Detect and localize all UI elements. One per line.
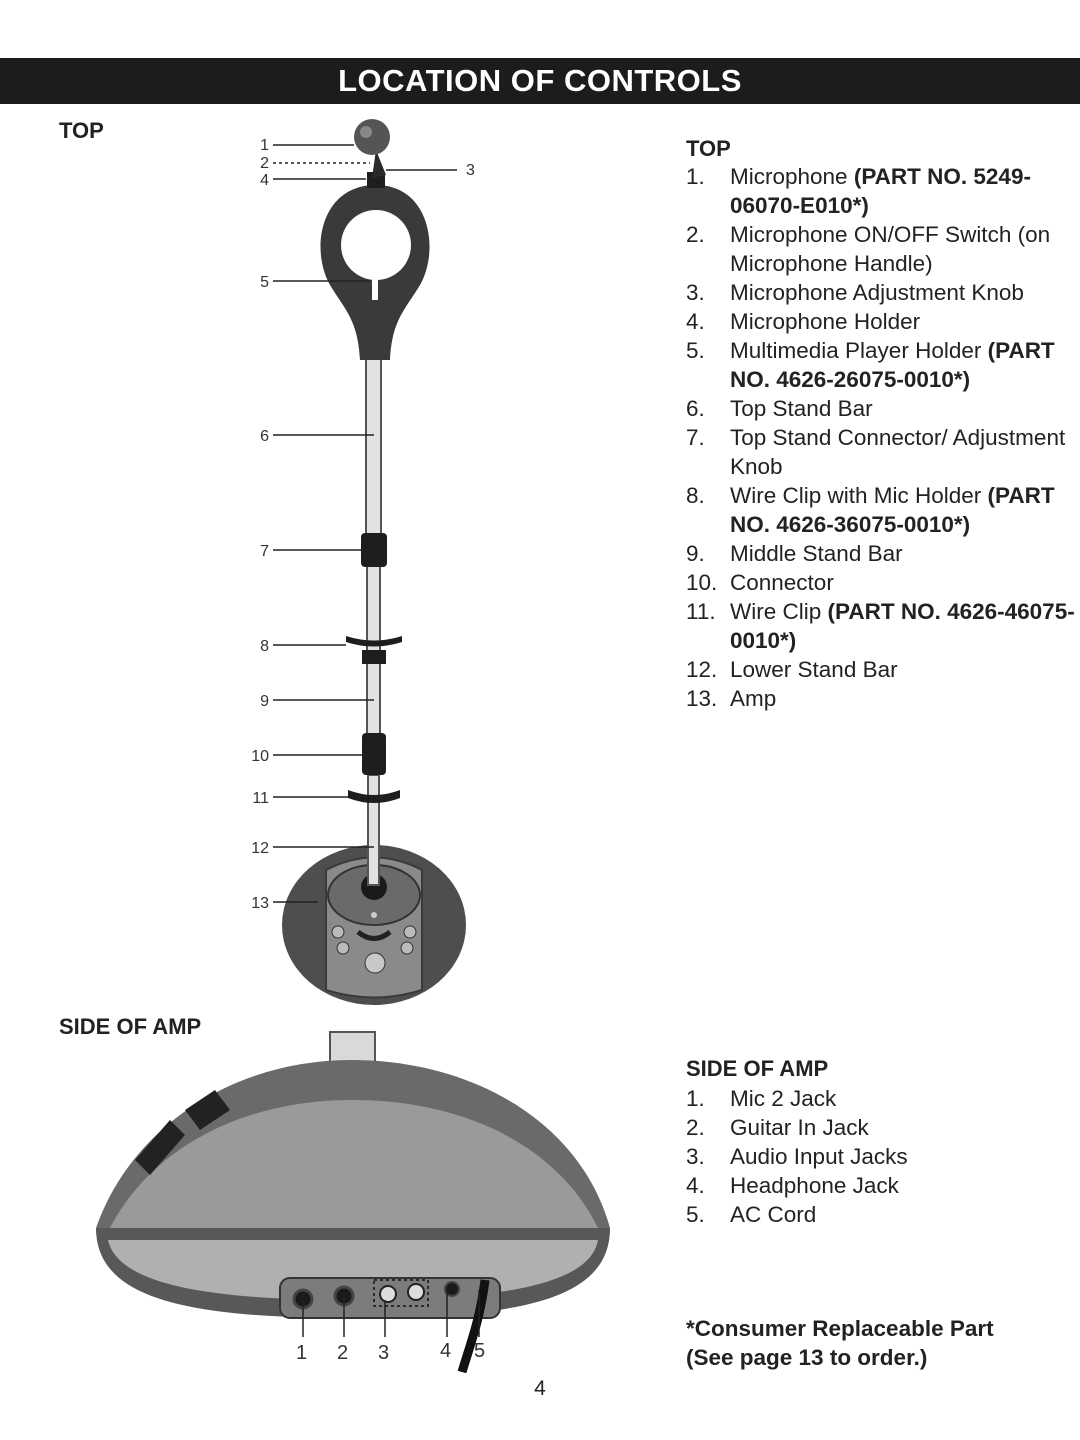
list-item: 4.Headphone Jack bbox=[686, 1173, 899, 1198]
wire-clip bbox=[348, 790, 400, 803]
callout-12: 12 bbox=[251, 840, 269, 857]
top-parts-list: 1.Microphone (PART NO. 5249-06070-E010*)… bbox=[686, 162, 1080, 713]
side-callout-4: 4 bbox=[440, 1340, 451, 1362]
callout-6: 6 bbox=[260, 428, 269, 445]
list-item: 2.Microphone ON/OFF Switch (on Microphon… bbox=[686, 222, 1051, 276]
callout-4: 4 bbox=[260, 172, 269, 189]
headphone-jack bbox=[444, 1281, 460, 1297]
side-callout-3: 3 bbox=[378, 1342, 389, 1364]
top-diagram-heading: TOP bbox=[59, 118, 104, 143]
side-callout-5: 5 bbox=[474, 1340, 485, 1362]
callout-13: 13 bbox=[251, 895, 269, 912]
stand-diagram: 1 2 4 5 6 7 8 9 10 11 12 13 3 bbox=[251, 119, 475, 1005]
callout-1: 1 bbox=[260, 137, 269, 154]
list-item: 8.Wire Clip with Mic Holder (PART NO. 46… bbox=[686, 483, 1055, 537]
callout-8: 8 bbox=[260, 638, 269, 655]
connector bbox=[362, 733, 386, 775]
list-item: 7.Top Stand Connector/ Adjustment Knob bbox=[686, 425, 1066, 479]
list-item: 5.AC Cord bbox=[686, 1202, 817, 1227]
wire-clip-mic-holder bbox=[346, 636, 402, 664]
page-title-banner: LOCATION OF CONTROLS bbox=[0, 58, 1080, 104]
callout-7: 7 bbox=[260, 543, 269, 560]
top-stand-connector bbox=[361, 533, 387, 567]
list-item: 1.Microphone (PART NO. 5249-06070-E010*) bbox=[686, 164, 1031, 218]
list-item: 6.Top Stand Bar bbox=[686, 396, 873, 421]
list-item: 1.Mic 2 Jack bbox=[686, 1086, 837, 1111]
list-item: 12.Lower Stand Bar bbox=[686, 657, 898, 682]
side-diagram-heading: SIDE OF AMP bbox=[59, 1014, 202, 1039]
callout-10: 10 bbox=[251, 748, 269, 765]
replaceable-part-note: *Consumer Replaceable Part (See page 13 … bbox=[686, 1316, 994, 1370]
microphone bbox=[354, 119, 390, 155]
audio-input-jack-left bbox=[379, 1285, 397, 1303]
list-item: 13.Amp bbox=[686, 686, 777, 711]
top-stand-bar bbox=[365, 354, 382, 541]
list-item: 3.Microphone Adjustment Knob bbox=[686, 280, 1024, 305]
top-list-heading: TOP bbox=[686, 136, 731, 161]
side-list-heading: SIDE OF AMP bbox=[686, 1056, 829, 1081]
callout-5: 5 bbox=[260, 274, 269, 291]
ac-cord bbox=[457, 1279, 490, 1374]
list-item: 2.Guitar In Jack bbox=[686, 1115, 869, 1140]
callout-2: 2 bbox=[260, 155, 269, 172]
side-callout-1: 1 bbox=[296, 1342, 307, 1364]
list-item: 5.Multimedia Player Holder (PART NO. 462… bbox=[686, 338, 1055, 392]
list-item: 11.Wire Clip (PART NO. 4626-46075-0010*) bbox=[686, 599, 1075, 653]
amp-side-diagram: 1 2 3 4 5 bbox=[96, 1031, 610, 1374]
callout-11: 11 bbox=[252, 790, 269, 807]
callout-3: 3 bbox=[466, 162, 475, 179]
page-number: 4 bbox=[534, 1377, 546, 1400]
audio-input-jack-right bbox=[407, 1283, 425, 1301]
callout-9: 9 bbox=[260, 693, 269, 710]
lower-stand-bar bbox=[367, 774, 380, 886]
list-item: 9.Middle Stand Bar bbox=[686, 541, 903, 566]
list-item: 3.Audio Input Jacks bbox=[686, 1144, 908, 1169]
side-parts-list: 1.Mic 2 Jack 2.Guitar In Jack 3.Audio In… bbox=[686, 1084, 908, 1229]
list-item: 4.Microphone Holder bbox=[686, 309, 921, 334]
list-item: 10.Connector bbox=[686, 570, 834, 595]
side-callout-2: 2 bbox=[337, 1342, 348, 1364]
